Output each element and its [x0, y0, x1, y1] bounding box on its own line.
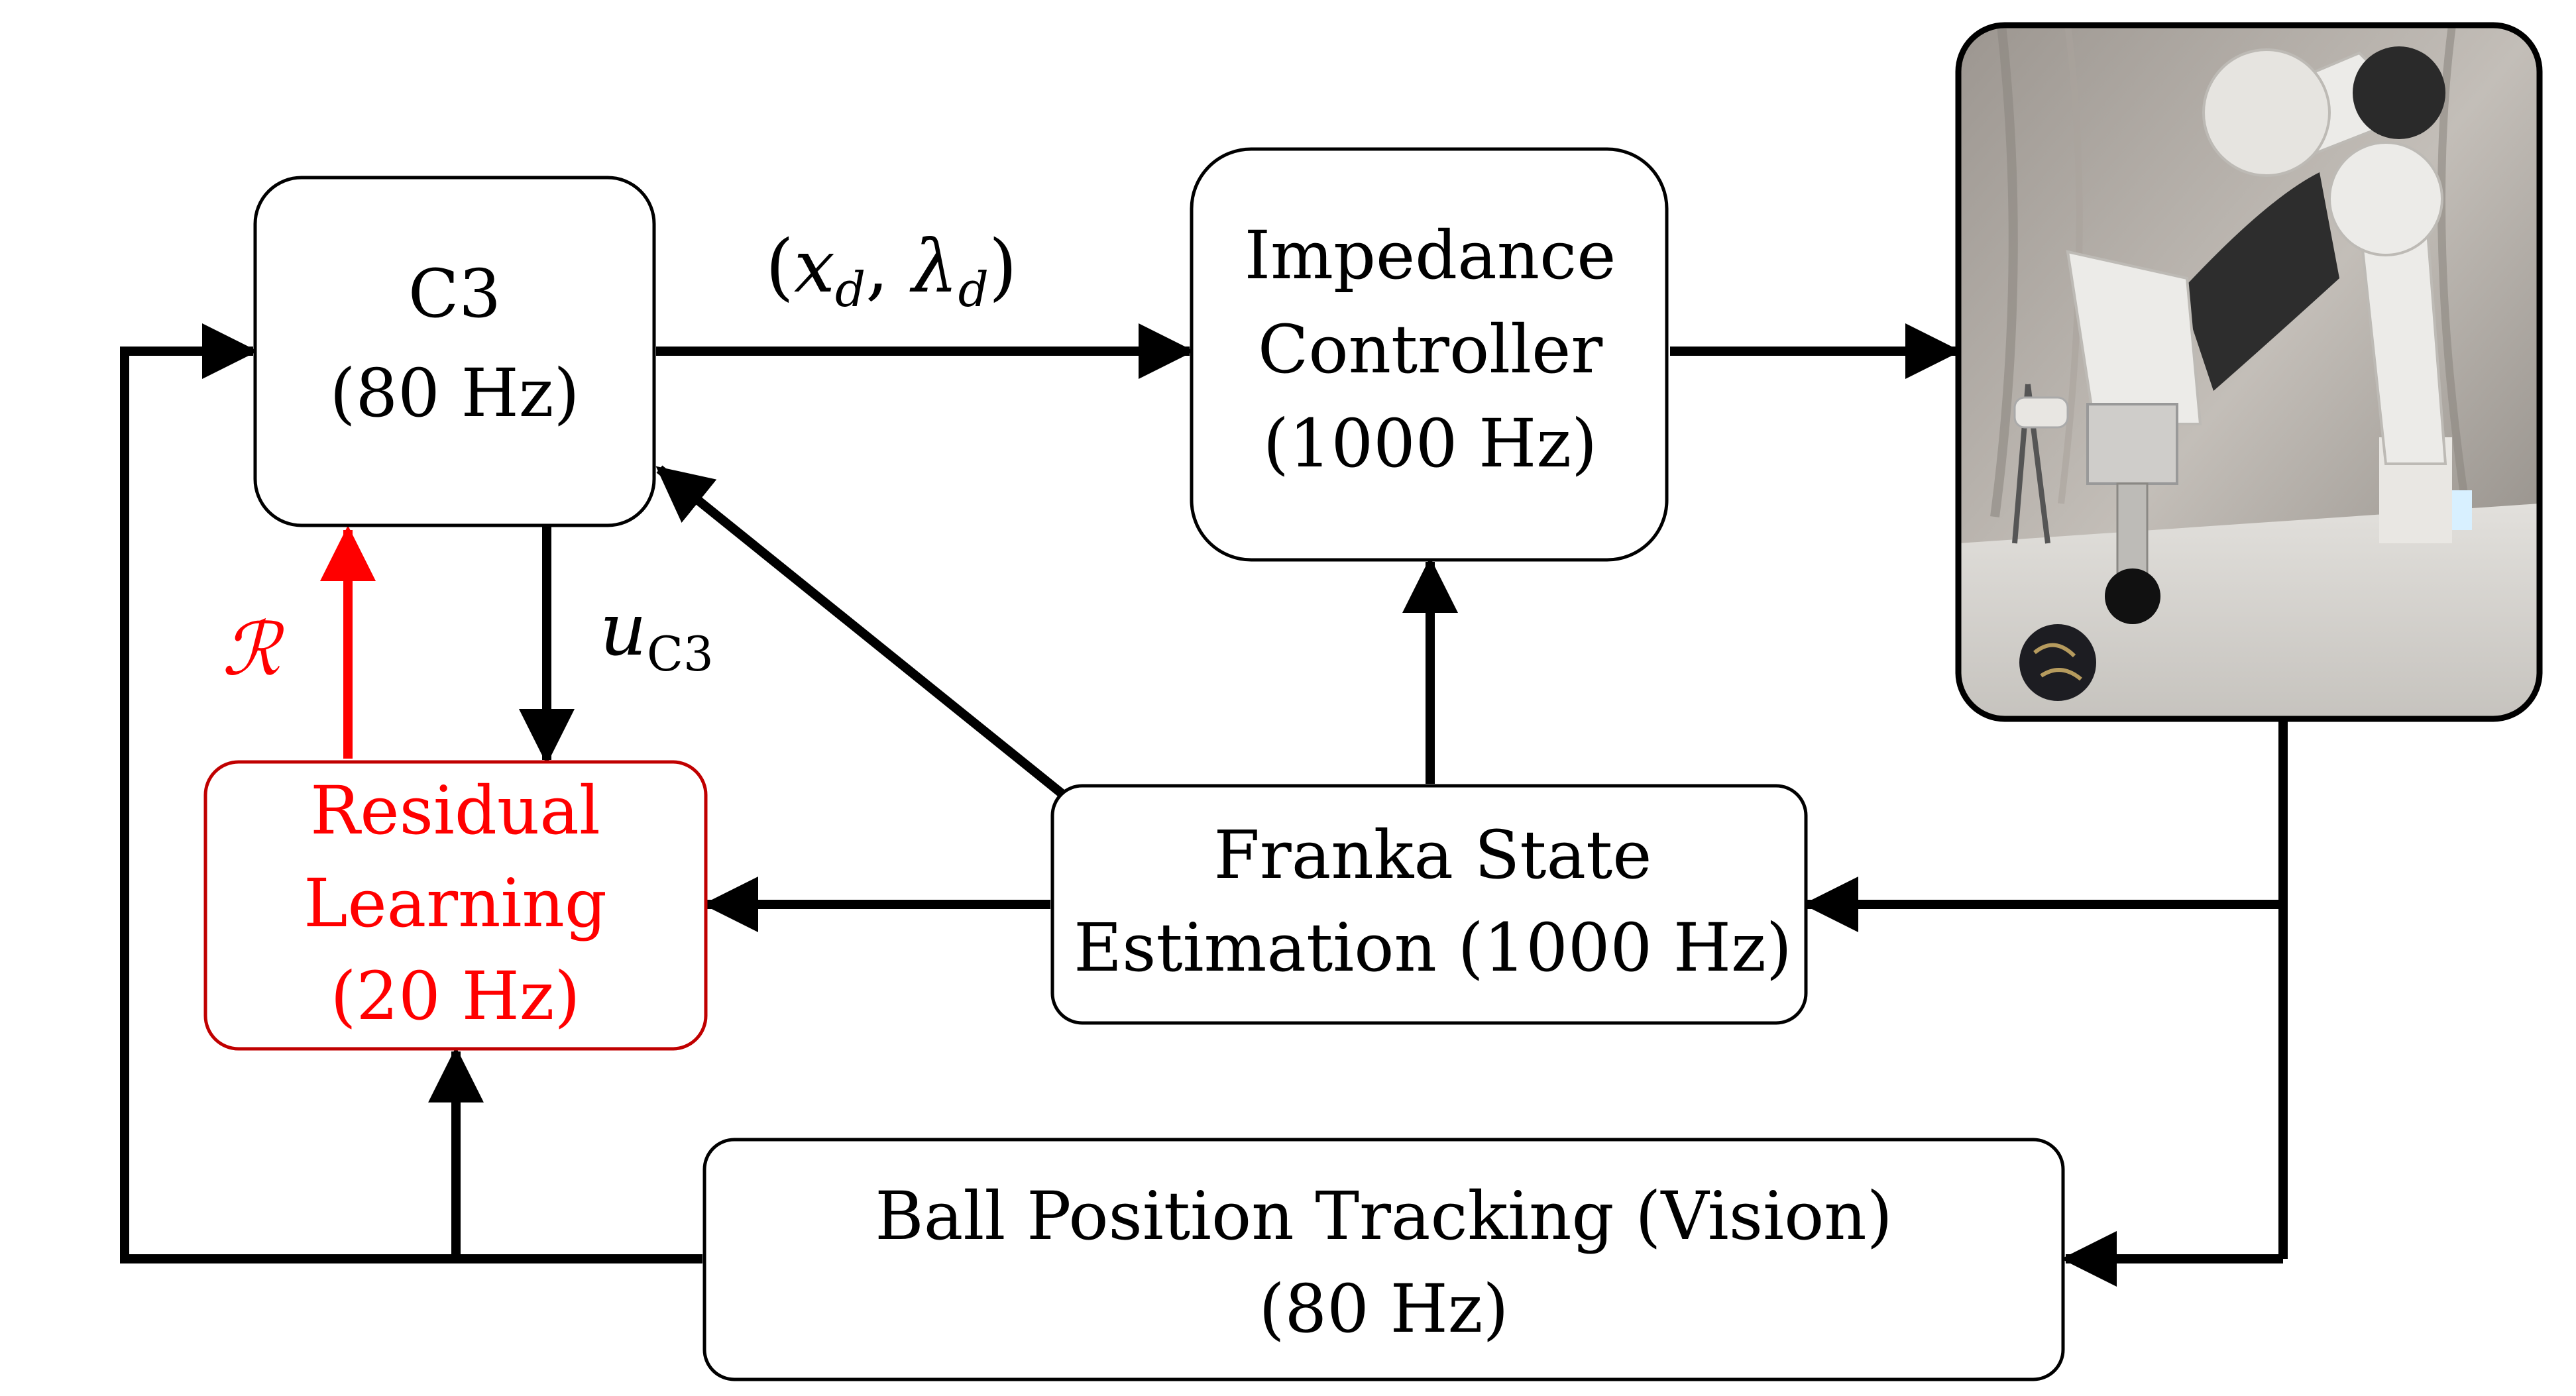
- residual-learning-block: Residual Learning (20 Hz): [203, 760, 708, 1051]
- ball-to-c3-arrow: [120, 323, 702, 1263]
- robot-arm-photo: [1958, 25, 2540, 719]
- franka-to-c3-arrow: [655, 465, 1067, 799]
- franka-state-estimation-block: Franka State Estimation (1000 Hz): [1050, 784, 1808, 1025]
- ball-rate: (80 Hz): [1259, 1270, 1509, 1348]
- u-c3-label: uC3: [600, 587, 714, 682]
- c3-title: C3: [408, 255, 501, 333]
- connections: [120, 323, 2288, 1287]
- c3-rate: (80 Hz): [330, 354, 580, 432]
- ball-title: Ball Position Tracking (Vision): [875, 1177, 1892, 1255]
- impedance-rate: (1000 Hz): [1263, 405, 1597, 482]
- reward-label: ℛ: [222, 607, 285, 692]
- impedance-title-line2: Controller: [1258, 311, 1602, 388]
- c3-block: C3 (80 Hz): [253, 176, 656, 527]
- impedance-title-line1: Impedance: [1245, 217, 1616, 294]
- residual-title-line1: Residual: [310, 772, 600, 849]
- residual-rate: (20 Hz): [331, 957, 581, 1035]
- impedance-controller-block: Impedance Controller (1000 Hz): [1190, 147, 1669, 562]
- ball-position-tracking-block: Ball Position Tracking (Vision) (80 Hz): [702, 1138, 2065, 1381]
- residual-title-line2: Learning: [304, 865, 607, 942]
- desired-state-label: (xd, λd): [765, 224, 1017, 317]
- franka-title-line1: Franka State: [1214, 816, 1652, 894]
- franka-title-line2: Estimation (1000 Hz): [1074, 909, 1792, 987]
